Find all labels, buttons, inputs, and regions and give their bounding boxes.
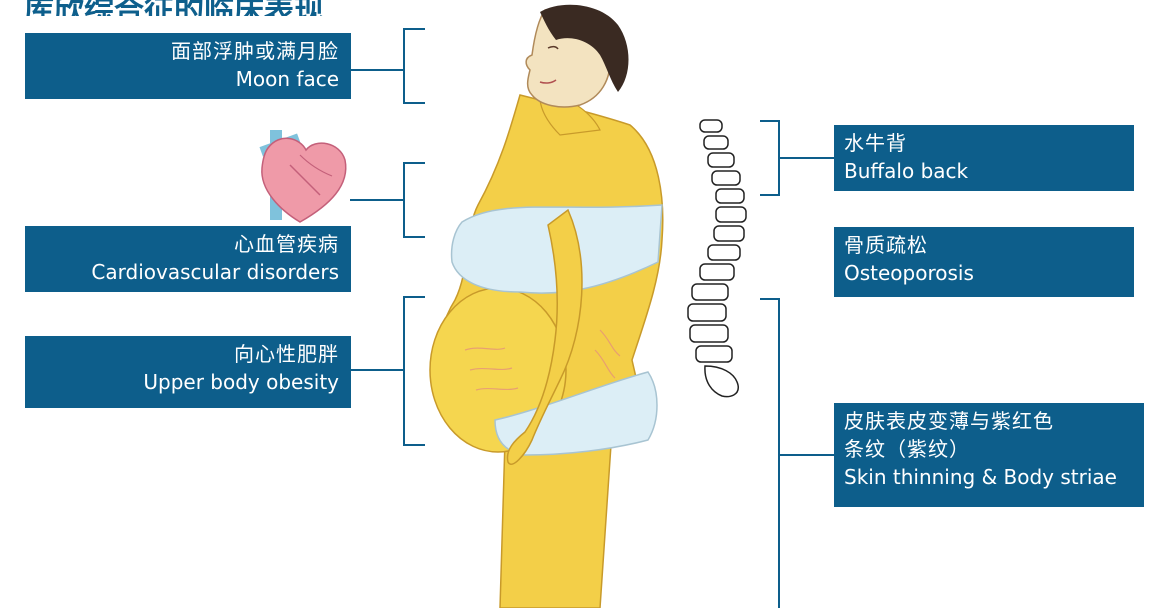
label-moon-face: 面部浮肿或满月脸 Moon face (25, 33, 351, 99)
connector-line (350, 199, 404, 201)
bracket-tick (403, 236, 425, 238)
label-skin: 皮肤表皮变薄与紫红色 条纹（紫纹） Skin thinning & Body s… (834, 403, 1144, 507)
label-zh: 水牛背 (844, 129, 1122, 157)
body-figure (430, 5, 663, 608)
label-en: Osteoporosis (844, 259, 1122, 287)
label-cardiovascular: 心血管疾病 Cardiovascular disorders (25, 226, 351, 292)
bracket-tick (403, 102, 425, 104)
label-osteoporosis: 骨质疏松 Osteoporosis (834, 227, 1134, 297)
bracket (403, 162, 405, 238)
label-zh: 面部浮肿或满月脸 (37, 37, 339, 65)
label-en: Buffalo back (844, 157, 1122, 185)
heart-illustration (259, 130, 345, 222)
connector-line (778, 454, 834, 456)
connector-line (350, 369, 404, 371)
bracket-tick (760, 120, 780, 122)
label-en: Moon face (37, 65, 339, 93)
bracket (403, 28, 405, 104)
bracket-tick (760, 194, 780, 196)
connector-line (778, 157, 834, 159)
label-buffalo-back: 水牛背 Buffalo back (834, 125, 1134, 191)
bracket-tick (403, 162, 425, 164)
label-zh-line2: 条纹（紫纹） (844, 435, 1132, 463)
bracket-tick (403, 296, 425, 298)
label-zh: 向心性肥胖 (37, 340, 339, 368)
label-zh: 心血管疾病 (37, 230, 339, 258)
label-zh-line1: 皮肤表皮变薄与紫红色 (844, 407, 1132, 435)
label-en: Skin thinning & Body striae (844, 463, 1132, 491)
connector-line (350, 69, 404, 71)
label-en: Cardiovascular disorders (37, 258, 339, 286)
label-en: Upper body obesity (37, 368, 339, 396)
spine-illustration (688, 120, 746, 397)
label-zh: 骨质疏松 (844, 231, 1122, 259)
bracket-tick (403, 444, 425, 446)
bracket-tick (760, 298, 780, 300)
bracket (778, 298, 780, 608)
label-obesity: 向心性肥胖 Upper body obesity (25, 336, 351, 408)
bracket-tick (403, 28, 425, 30)
bracket (403, 296, 405, 446)
